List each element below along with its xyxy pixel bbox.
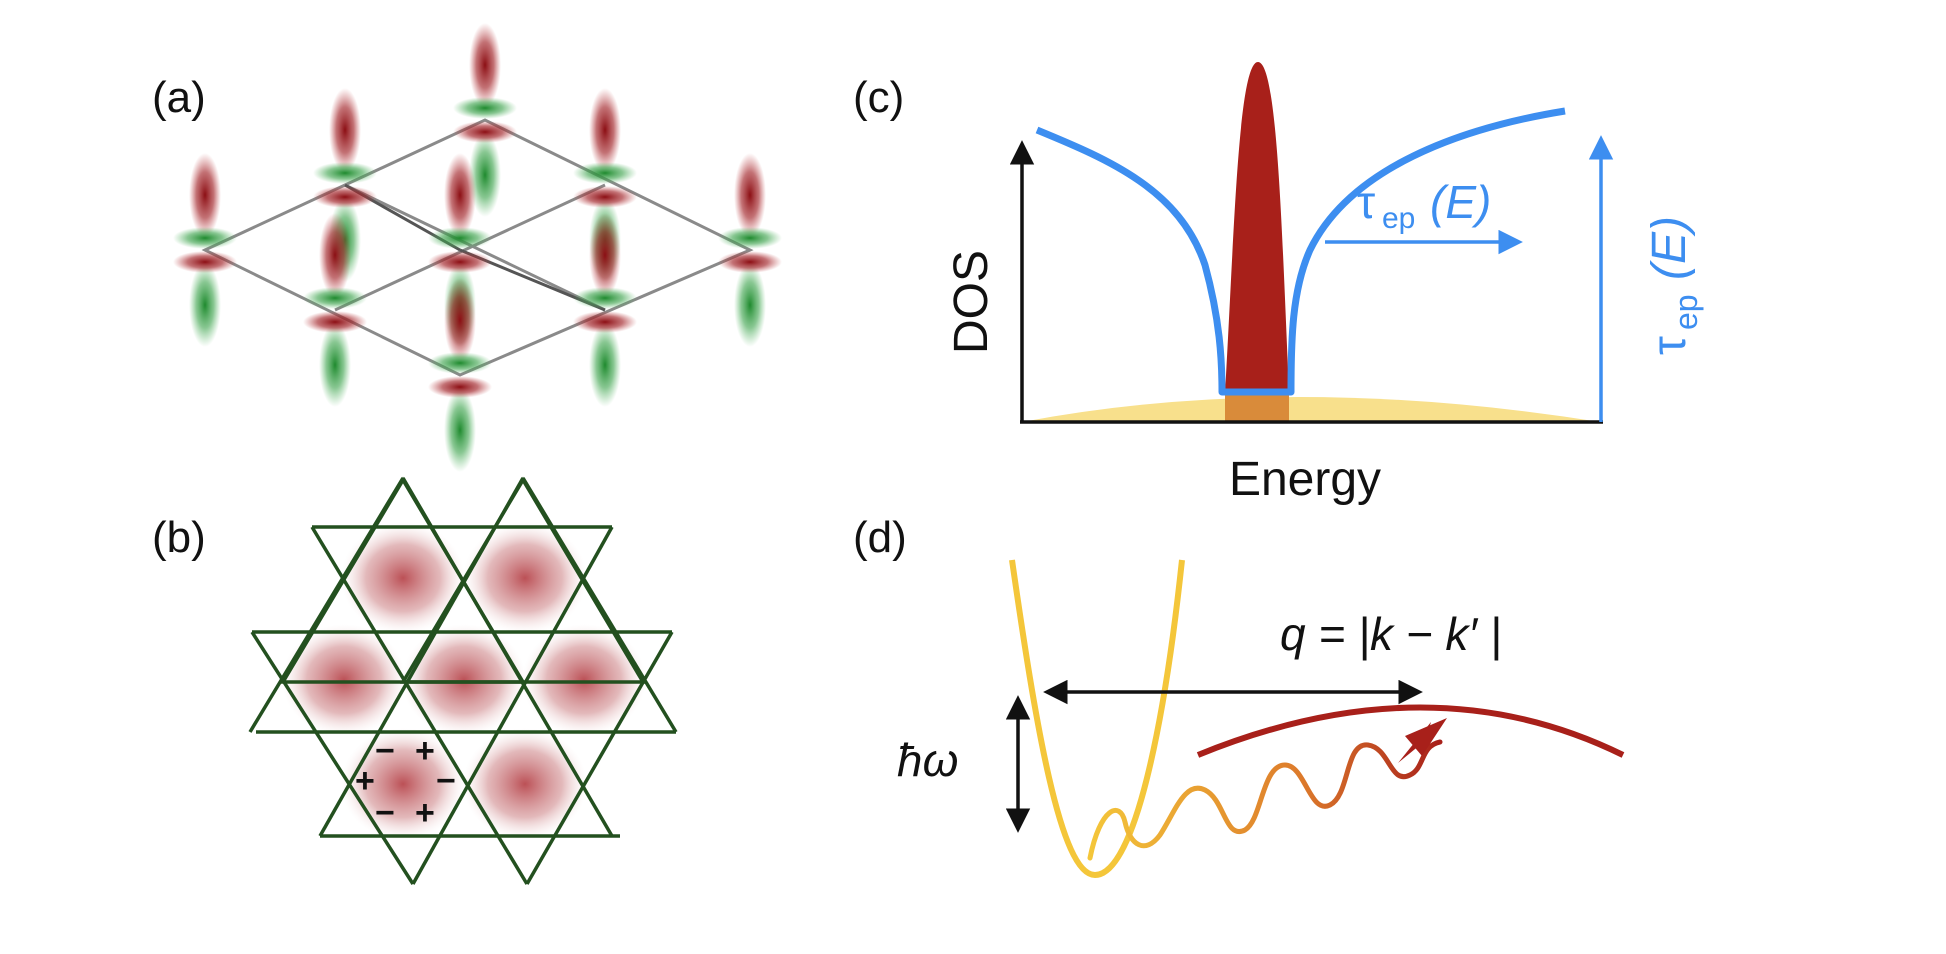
band-arc [1196,704,1625,758]
tau-axis-symbol: τ [1643,336,1696,355]
orbital-lobe-up [319,213,351,297]
orbital-lobe-down [469,133,501,217]
sign-top-right: + [415,732,435,770]
orbital-lobe-ring-bottom [428,376,492,398]
orbital-lobe-up [734,153,766,237]
orbital-lobe-ring-bottom [718,251,782,273]
orbital-lobe-up [444,278,476,362]
orbital-lobe-down [189,263,221,347]
orbital-lobe-ring-bottom [428,251,492,273]
kagome-blobs [282,522,646,840]
panel-c-label: (c) [853,73,904,122]
tau-symbol: τ [1357,176,1375,228]
dos-peak [1225,62,1289,393]
tau-subscript: ep [1382,202,1415,235]
orbital-lobe-ring-bottom [173,251,237,273]
energy-label: Energy [1229,453,1381,506]
tau-inline-label: τ ep (E) [1357,176,1491,235]
sign-top-left: − [375,732,395,770]
phonon-arrow-head [1405,718,1447,756]
orbital-lobe-down [734,263,766,347]
orbital-lobe-down [444,388,476,472]
orbital-lobe-ring-top [313,162,377,184]
orbital-lobe-ring-top [428,227,492,249]
sign-right: − [436,762,456,800]
panel-b: (b) [152,476,678,885]
orbital-sites [173,23,782,472]
parabola-band [1009,559,1185,879]
orbital-lobe-up [469,23,501,107]
orbital-lobe-ring-top [303,287,367,309]
panel-c: (c) DOS Energy τ ep (E) τ ep (E) [853,62,1704,506]
tau-curve [1035,107,1566,396]
background-band [1022,397,1600,422]
orbital-lobe-ring-bottom [313,186,377,208]
orbital-lobe-ring-top [718,227,782,249]
q-label: q = |k − k′ | [1280,608,1502,660]
sign-markers: − + + − − + [355,732,456,832]
orbital-lobe-ring-bottom [303,311,367,333]
dos-label: DOS [945,250,998,354]
orbital-lobe-ring-top [573,287,637,309]
tau-axis-argument: (E) [1643,216,1696,280]
tau-argument: (E) [1430,176,1491,228]
orbital-lobe-ring-bottom [573,311,637,333]
panel-a-label: (a) [152,73,206,122]
sign-left: + [355,762,375,800]
kagome-lattice [248,476,678,885]
sign-bottom-right: + [415,794,435,832]
overlap-region [1225,389,1289,422]
orbital-lobe-down [319,323,351,407]
orbital-lobe-ring-top [173,227,237,249]
panel-d: (d) q = |k − k′ | ħω [853,513,1625,879]
tau-axis-label: τ ep (E) [1643,216,1704,355]
orbital-lobe-ring-top [428,352,492,374]
phonon-wiggle [1087,739,1443,861]
orbital-lobe-up [444,153,476,237]
orbital-lobe-ring-bottom [573,186,637,208]
orbital-lobe-ring-top [573,162,637,184]
sign-bottom-left: − [375,794,395,832]
panel-a: (a) [152,23,782,472]
panel-b-label: (b) [152,513,206,562]
tau-axis-subscript: ep [1668,294,1704,330]
orbital-lobe-up [589,88,621,172]
orbital-lobe-up [189,153,221,237]
panel-d-label: (d) [853,513,907,562]
orbital-lobe-ring-top [453,97,517,119]
orbital-lobe-up [329,88,361,172]
orbital-lobe-down [589,323,621,407]
orbital-lobe-up [589,213,621,297]
orbital-lobe-ring-bottom [453,121,517,143]
hbar-omega-label: ħω [897,734,958,786]
